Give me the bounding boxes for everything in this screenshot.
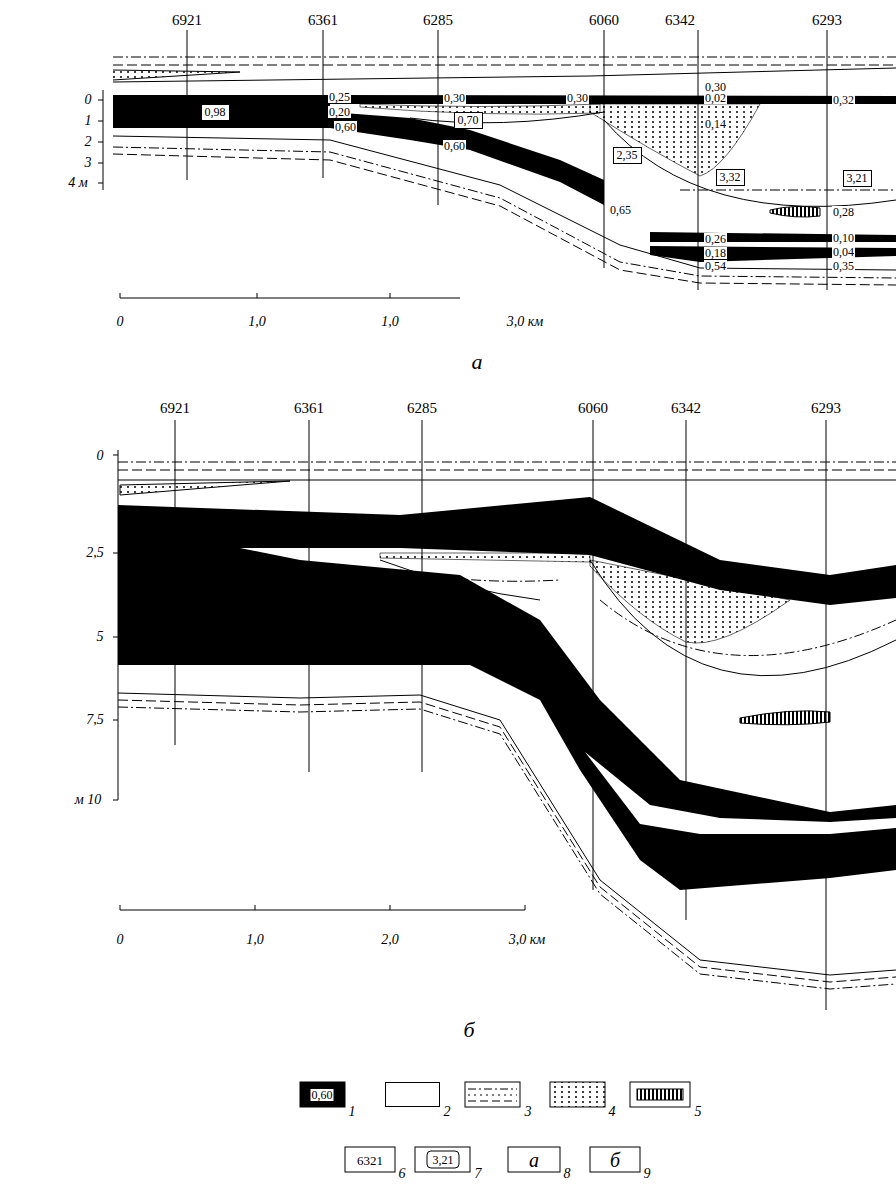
legend-number: 4 <box>608 1105 617 1119</box>
legend-sample-text: а <box>528 1150 540 1170</box>
seam-thickness: 0,30 <box>443 92 466 104</box>
boxed-value: 0,98 <box>201 104 230 121</box>
scale-label: 0 <box>116 933 125 947</box>
well-number: 6060 <box>588 13 620 28</box>
depth-tick: 7,5 <box>85 713 105 727</box>
depth-tick: 3 <box>84 156 93 170</box>
legend-swatch <box>385 1082 440 1107</box>
seam-thickness: 0,30 <box>566 92 589 104</box>
legend-sample-text: 3,21 <box>432 1154 455 1166</box>
legend-sample-text: б <box>609 1150 621 1170</box>
seam-thickness: 0,60 <box>443 140 466 152</box>
scale-label: 3,0 км <box>508 933 546 947</box>
legend-number: 3 <box>524 1105 533 1119</box>
seam-thickness: 0,04 <box>832 246 855 258</box>
legend-number: 6 <box>398 1167 407 1181</box>
seam-thickness: 0,35 <box>832 260 855 272</box>
seam-thickness: 0,32 <box>832 94 855 106</box>
well-number: 6293 <box>811 13 843 28</box>
scale-label: 3,0 км <box>506 315 544 329</box>
legend-number: 2 <box>443 1105 452 1119</box>
seam-thickness: 0,26 <box>704 233 727 245</box>
seam-thickness: 0,54 <box>704 260 727 272</box>
well-number: 6921 <box>159 401 191 416</box>
legend-number: 5 <box>694 1105 703 1119</box>
well-number: 6921 <box>171 13 203 28</box>
depth-tick: 0 <box>84 93 93 107</box>
depth-tick: 4 м <box>67 176 88 190</box>
seam-thickness: 0,18 <box>704 247 727 259</box>
depth-tick: м 10 <box>74 793 102 807</box>
well-number: 6293 <box>810 401 842 416</box>
depth-tick: 0 <box>96 449 105 463</box>
well-number: 6342 <box>664 13 696 28</box>
section-letter: б <box>462 1019 475 1041</box>
legend-number: 8 <box>563 1167 572 1181</box>
legend-number: 7 <box>474 1167 483 1181</box>
scale-label: 1,0 <box>245 933 265 947</box>
scale-label: 1,0 <box>247 315 267 329</box>
well-number: 6285 <box>422 13 454 28</box>
well-number: 6361 <box>307 13 339 28</box>
value-text: 3,21 <box>847 172 868 184</box>
boxed-value: 2,35 <box>613 147 642 164</box>
value-text: 0,70 <box>458 114 479 126</box>
seam-thickness: 0,02 <box>704 92 727 104</box>
depth-tick: 2 <box>84 135 93 149</box>
well-number: 6342 <box>670 401 702 416</box>
seam-thickness: 0,28 <box>832 206 855 218</box>
seam-thickness: 0,14 <box>704 118 727 130</box>
boxed-value: 3,21 <box>843 170 872 187</box>
section-letter: а <box>471 351 484 373</box>
boxed-value: 0,70 <box>454 112 483 129</box>
seam-thickness: 0,20 <box>328 106 351 118</box>
scale-label: 2,0 <box>380 933 400 947</box>
depth-tick: 2,5 <box>85 546 105 560</box>
legend-number: 1 <box>348 1105 357 1119</box>
legend-sample-text: 6321 <box>356 1154 384 1167</box>
legend-number: 9 <box>643 1167 652 1181</box>
seam-thickness: 0,25 <box>328 91 351 103</box>
boxed-value: 3,32 <box>716 169 745 186</box>
seam-thickness: 0,60 <box>334 121 357 133</box>
well-number: 6285 <box>406 401 438 416</box>
scale-label: 1,0 <box>380 315 400 329</box>
depth-tick: 5 <box>96 630 105 644</box>
value-text: 2,35 <box>617 149 638 161</box>
value-text: 3,32 <box>720 171 741 183</box>
well-number: 6060 <box>577 401 609 416</box>
depth-tick: 1 <box>84 114 93 128</box>
well-number: 6361 <box>293 401 325 416</box>
legend-sample-text: 0,60 <box>311 1089 334 1101</box>
scale-label: 0 <box>116 315 125 329</box>
seam-thickness: 0,10 <box>832 232 855 244</box>
value-text: 0,98 <box>205 106 226 118</box>
seam-thickness: 0,65 <box>609 204 632 216</box>
